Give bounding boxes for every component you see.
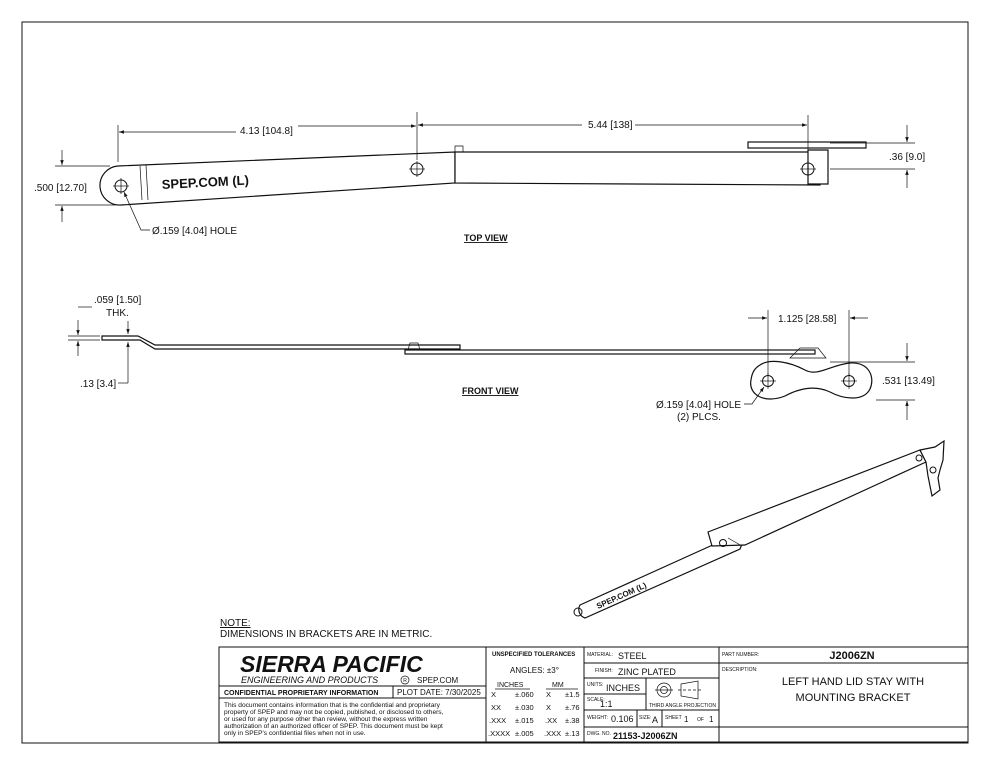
top-view-hole-left	[113, 178, 129, 194]
confidential-disclaimer: This document contains information that …	[224, 702, 445, 737]
svg-text:±.76: ±.76	[565, 703, 580, 712]
tolerances-inches-label: INCHES	[497, 682, 524, 689]
units-label: UNITS:	[587, 682, 603, 688]
size-label: SIZE:	[639, 715, 652, 721]
svg-text:XX: XX	[491, 703, 501, 712]
dim-top-length-a: 4.13 [104.8]	[240, 126, 293, 137]
dim-front-thickness: .059 [1.50]	[94, 295, 142, 306]
front-view-hole-left	[760, 373, 776, 389]
finish-value: ZINC PLATED	[618, 667, 676, 677]
material-value: STEEL	[618, 651, 647, 661]
front-view-second-arm	[404, 349, 816, 355]
dwg-no-label: DWG. NO.	[587, 731, 611, 737]
registered-mark-icon	[400, 675, 410, 685]
top-view-hole-right	[800, 161, 816, 177]
company-subtitle: ENGINEERING AND PRODUCTS	[241, 675, 378, 685]
confidential-label: CONFIDENTIAL PROPRIETARY INFORMATION	[224, 690, 378, 697]
part-number-value: J2006ZN	[829, 650, 874, 662]
tolerances-angles: ANGLES: ±3°	[510, 666, 559, 675]
scale-value: 1:1	[600, 699, 613, 709]
svg-text:.XX: .XX	[545, 716, 557, 725]
svg-text:±.030: ±.030	[515, 703, 534, 712]
dim-top-bracket: .36 [9.0]	[889, 152, 925, 163]
top-view-title: TOP VIEW	[464, 233, 508, 243]
front-view-hole-qty: (2) PLCS.	[677, 412, 721, 423]
scale-label: SCALE:	[587, 697, 605, 703]
plot-date: PLOT DATE: 7/30/2025	[397, 688, 481, 697]
tolerances-heading: UNSPECIFIED TOLERANCES	[492, 652, 575, 658]
svg-text:X: X	[546, 690, 551, 699]
svg-text:.XXXX: .XXXX	[488, 729, 510, 738]
sheet-label: SHEET	[665, 715, 682, 721]
sheet-of-label: OF	[697, 717, 704, 723]
dim-front-offset: .13 [3.4]	[80, 379, 116, 390]
svg-text:±.015: ±.015	[515, 716, 534, 725]
description-line-2: MOUNTING BRACKET	[796, 692, 911, 704]
svg-text:.XXX: .XXX	[489, 716, 506, 725]
finish-label: FINISH:	[595, 668, 613, 674]
tolerances-mm-label: MM	[552, 682, 564, 689]
part-number-label: PART NUMBER:	[722, 652, 759, 658]
description-label: DESCRIPTION:	[722, 667, 758, 673]
sheet-total: 1	[709, 715, 714, 724]
isometric-view: SPEP.COM (L)	[573, 439, 945, 619]
front-view-hole-callout: Ø.159 [4.04] HOLE	[656, 400, 741, 411]
note-heading: NOTE:	[220, 618, 251, 629]
dim-front-height: .531 [13.49]	[882, 376, 935, 387]
company-name: SIERRA PACIFIC	[240, 651, 423, 677]
dim-front-hole-spacing: 1.125 [28.58]	[778, 314, 837, 325]
front-view-hole-right	[841, 373, 857, 389]
iso-second-arm	[707, 449, 927, 547]
dim-top-length-b: 5.44 [138]	[588, 120, 633, 131]
top-view-bracket	[747, 141, 867, 149]
svg-text:±1.5: ±1.5	[565, 690, 580, 699]
dim-front-thickness-label: THK.	[106, 308, 129, 319]
tolerance-table: X ±.060 X ±1.5 XX ±.030 X ±.76 .XXX ±.01…	[488, 690, 580, 738]
weight-value: 0.106	[611, 714, 634, 724]
material-label: MATERIAL:	[587, 652, 613, 658]
svg-text:.XXX: .XXX	[544, 729, 561, 738]
front-view-bracket	[750, 360, 873, 400]
weight-label: WEIGHT:	[587, 715, 608, 721]
sheet-border	[21, 21, 969, 744]
front-view: .059 [1.50] THK. .13 [3.4] 1.125 [28.58]…	[68, 295, 935, 423]
svg-text:±.13: ±.13	[565, 729, 580, 738]
note-text: DIMENSIONS IN BRACKETS ARE IN METRIC.	[220, 629, 432, 640]
units-value: INCHES	[606, 683, 640, 693]
top-view-hole-middle	[409, 161, 425, 177]
top-view: SPEP.COM (L) 4.13 [104.8] 5.44 [138] .50…	[34, 112, 925, 243]
iso-hole-middle	[719, 539, 727, 547]
svg-text:X: X	[491, 690, 496, 699]
iso-hole-right	[915, 454, 923, 462]
top-view-stamp: SPEP.COM (L)	[161, 172, 249, 192]
sheet-number: 1	[684, 715, 689, 724]
top-view-arm	[99, 151, 456, 206]
third-angle-projection-icon	[655, 680, 703, 700]
description-line-1: LEFT HAND LID STAY WITH	[782, 676, 924, 688]
iso-bracket	[919, 439, 945, 498]
front-view-arm	[101, 335, 461, 350]
iso-bracket-hole	[929, 466, 937, 474]
projection-label: THIRD ANGLE PROJECTION	[649, 703, 716, 709]
top-view-second-arm	[454, 151, 821, 186]
svg-text:X: X	[546, 703, 551, 712]
svg-text:±.005: ±.005	[515, 729, 534, 738]
size-value: A	[652, 715, 658, 725]
iso-arm	[578, 527, 750, 619]
title-block: SIERRA PACIFIC ENGINEERING AND PRODUCTS …	[218, 646, 969, 743]
top-view-hole-callout: Ø.159 [4.04] HOLE	[152, 226, 237, 237]
dim-top-width: .500 [12.70]	[34, 183, 87, 194]
iso-hole-left	[573, 607, 583, 617]
front-view-title: FRONT VIEW	[462, 386, 519, 396]
svg-text:±.060: ±.060	[515, 690, 534, 699]
dwg-no-value: 21153-J2006ZN	[613, 731, 678, 741]
svg-text:±.38: ±.38	[565, 716, 580, 725]
company-website: SPEP.COM	[417, 676, 459, 685]
svg-text:R: R	[403, 678, 407, 684]
